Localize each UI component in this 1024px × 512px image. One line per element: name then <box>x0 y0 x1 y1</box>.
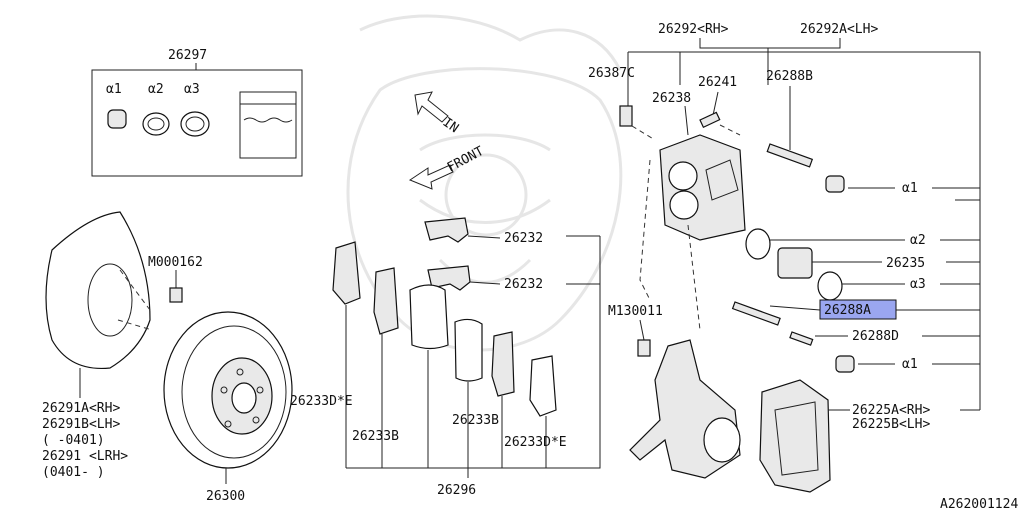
label-cover-lrh: 26291 <LRH> <box>42 449 128 464</box>
label-bracket-lh: 26225B<LH> <box>852 417 930 432</box>
label-boot-a1-bottom: α1 <box>902 357 918 372</box>
label-kit-a1: α1 <box>106 82 122 97</box>
label-kit-a2: α2 <box>148 82 164 97</box>
label-cover-date2: (0401- ) <box>42 465 105 480</box>
label-caliper-lh: 26292A<LH> <box>800 22 878 37</box>
label-cover-date1: ( -0401) <box>42 433 105 448</box>
label-shim-left: 26233D*E <box>290 394 353 409</box>
label-shim-right: 26233D*E <box>504 435 567 450</box>
label-bolt-m130011: M130011 <box>608 304 663 319</box>
knuckle-bracket-group: M130011 26225A<RH> 26225B<LH> <box>608 304 980 493</box>
rotor-cover-group: M000162 26291A<RH> 26291B<LH> ( -0401) 2… <box>42 211 293 504</box>
label-rotor: 26300 <box>206 489 245 504</box>
label-cap-26238: 26238 <box>652 91 691 106</box>
label-pad-set: 26296 <box>437 483 476 498</box>
label-kit: 26297 <box>168 48 207 63</box>
label-boot-a1-top: α1 <box>902 181 918 196</box>
label-cover-lh: 26291B<LH> <box>42 417 120 432</box>
label-pin-26288b: 26288B <box>766 69 813 84</box>
label-bolt-m000162: M000162 <box>148 255 203 270</box>
label-kit-a3: α3 <box>184 82 200 97</box>
label-shim-mid-right: 26233B <box>452 413 499 428</box>
label-pin-26288a: 26288A <box>824 303 871 318</box>
label-boot-a3: α3 <box>910 277 926 292</box>
label-pin-26288d: 26288D <box>852 329 899 344</box>
label-cover-rh: 26291A<RH> <box>42 401 120 416</box>
label-bracket-rh: 26225A<RH> <box>852 403 930 418</box>
label-bleeder-26241: 26241 <box>698 75 737 90</box>
figure-code: A262001124 <box>940 497 1018 512</box>
pad-group: 26232 26232 26233D*E 26233B 26233B 26233… <box>290 217 601 498</box>
arrow-front-label: FRONT <box>445 144 487 176</box>
caliper-group: 26292<RH> 26292A<LH> 26387C 26241 26238 … <box>588 22 981 410</box>
label-seal-a2: α2 <box>910 233 926 248</box>
label-caliper-rh: 26292<RH> <box>658 22 729 37</box>
label-piston-26235: 26235 <box>886 256 925 271</box>
label-bolt-26387c: 26387C <box>588 66 635 81</box>
label-spring-lower: 26232 <box>504 277 543 292</box>
label-spring-upper: 26232 <box>504 231 543 246</box>
label-shim-mid-left: 26233B <box>352 429 399 444</box>
repair-kit-box: 26297 α1 α2 α3 <box>91 48 303 177</box>
direction-arrows: IN FRONT <box>408 91 487 190</box>
arrow-in-label: IN <box>440 115 461 136</box>
